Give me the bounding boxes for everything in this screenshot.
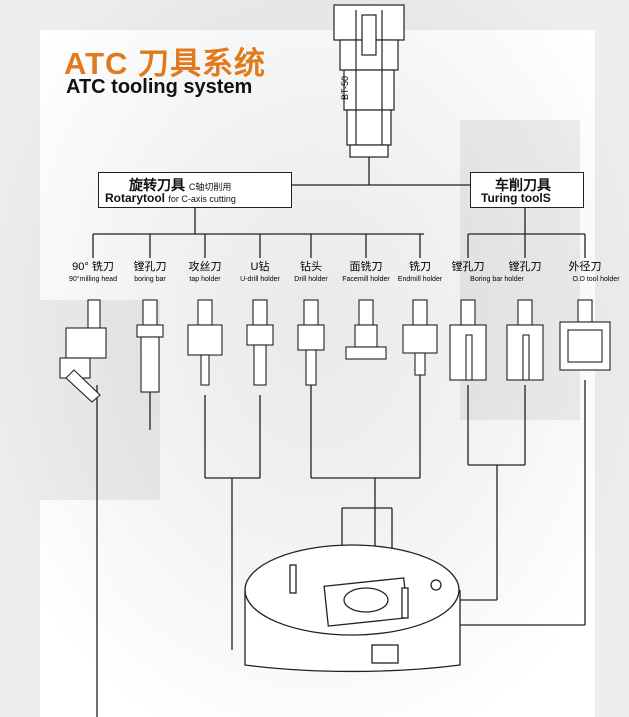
tool-label-cn-4: 钻头 <box>300 261 322 273</box>
facemill-holder-icon <box>345 299 387 360</box>
spindle-label: BT-50 <box>340 75 350 100</box>
tool-label-en-2: tap holder <box>189 276 221 283</box>
tool-label-en-5: Facemill holder <box>342 276 390 283</box>
tool-label-cn-9: 外径刀 <box>568 261 602 273</box>
tool-label-en-7: Boring bar holder <box>470 276 524 283</box>
boring-bar-icon <box>136 299 164 393</box>
title-cn: ATC 刀具系统 <box>64 46 267 81</box>
tool-label-en-6: Endmill holder <box>397 276 443 283</box>
rotary-group-box: 旋转刀具 C轴切削用 Rotarytool for C-axis cutting <box>98 172 292 208</box>
u-drill-icon <box>246 299 274 386</box>
rotary-group-en-sub: for C-axis cutting <box>168 194 236 204</box>
boring-bar-holder-icon <box>506 299 544 381</box>
tool-label-cn-7: 镗孔刀 <box>451 261 485 273</box>
turret-icon <box>244 544 461 673</box>
rotary-group-cn-sub: C轴切削用 <box>188 182 232 192</box>
rotary-group-cn: 旋转刀具 <box>129 177 185 193</box>
connector-lines <box>92 157 586 717</box>
tap-holder-icon <box>187 299 223 386</box>
tool-label-en-3: U-drill holder <box>240 276 280 283</box>
tool-label-cn-3: U钻 <box>250 261 270 273</box>
tool-label-cn-0: 90° 铣刀 <box>72 261 114 273</box>
tool-label-en-1: boring bar <box>134 276 166 283</box>
endmill-holder-icon <box>402 299 438 376</box>
tool-label-en-9: O.D tool holder <box>572 276 620 283</box>
tool-label-cn-8: 镗孔刀 <box>508 261 542 273</box>
rotary-group-en: Rotarytool <box>105 191 165 205</box>
tool-label-cn-5: 面铣刀 <box>349 261 383 273</box>
title-en: ATC tooling system <box>66 76 253 98</box>
turning-group-en: Turing toolS <box>481 191 551 205</box>
spindle-icon <box>333 4 405 158</box>
od-tool-holder-icon <box>559 299 611 371</box>
milling-head-90-icon <box>59 299 107 403</box>
boring-bar-holder-icon <box>449 299 487 381</box>
drill-holder-icon <box>297 299 325 386</box>
turning-group-box: 车削刀具 Turing toolS <box>470 172 584 208</box>
tool-label-en-4: Drill holder <box>294 276 328 283</box>
turning-group-cn: 车削刀具 <box>495 177 551 193</box>
tool-label-cn-2: 攻丝刀 <box>188 261 222 273</box>
tool-label-en-0: 90°milling head <box>69 276 117 283</box>
tool-label-cn-1: 镗孔刀 <box>133 261 167 273</box>
tool-label-cn-6: 铣刀 <box>409 261 431 273</box>
